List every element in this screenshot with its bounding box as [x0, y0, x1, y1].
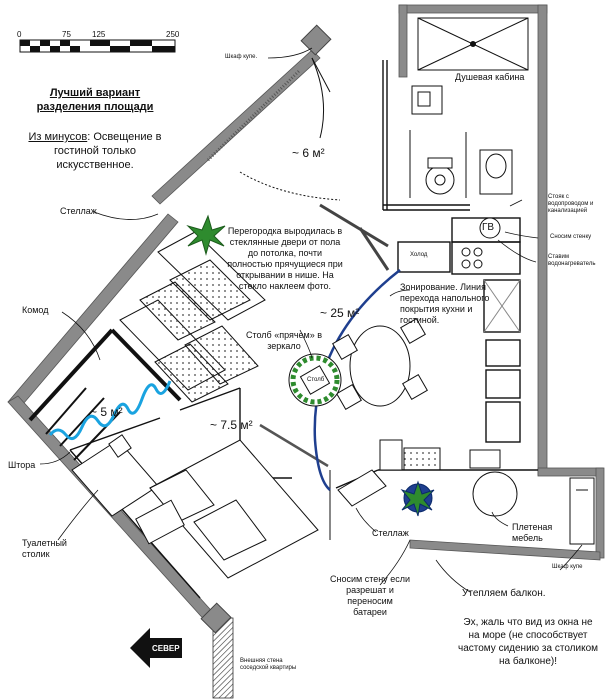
area-bedroom: ~ 7.5 м²	[210, 418, 253, 432]
plant-balcony	[400, 480, 435, 517]
wicker-furniture	[379, 439, 518, 517]
label-wardrobe-top: Шкаф купе.	[225, 54, 258, 60]
label-curtain: Штора	[8, 460, 36, 470]
leader-lines	[39, 47, 583, 593]
label-remove-wall-top: Сносим стенку	[550, 234, 592, 240]
label-sea-note: Эх, жаль что вид из окна не на море (не …	[458, 617, 599, 667]
shelf-balcony	[337, 469, 387, 507]
stove	[461, 247, 521, 333]
pillar	[288, 353, 342, 407]
area-bath: ~ 6 м²	[292, 146, 325, 160]
wall-corner-top	[300, 24, 332, 56]
label-pillar-tag: Столб	[307, 377, 325, 383]
label-insulate: Утепляем балкон.	[462, 588, 546, 599]
label-remove-wall-bottom: Сносим стену если разрешат и переносим б…	[330, 574, 410, 617]
label-pillar: Столб «прячем» в зеркало	[245, 330, 323, 351]
scale-tick-75: 75	[62, 30, 71, 39]
water-heater-symbol	[479, 217, 501, 239]
wall-corner-bottom	[200, 602, 232, 634]
sofa	[119, 231, 266, 403]
label-vanity: Туалетный столик	[22, 538, 67, 559]
balcony-wardrobe	[569, 477, 595, 545]
label-zoning: Зонирование. Линия перехода напольного п…	[400, 282, 490, 325]
minus-note: Из минусов: Освещение в гостиной только …	[28, 131, 162, 171]
label-wicker: Плетеная мебель	[512, 522, 553, 543]
label-shelf-top: Стеллаж	[60, 206, 97, 216]
label-stand-pipes: Стояк с водопроводом и канализацией	[548, 194, 594, 214]
plant-living	[186, 214, 226, 256]
dining-table	[332, 318, 428, 410]
label-dresser: Комод	[22, 305, 49, 315]
zoning-line	[313, 269, 401, 491]
north-arrow	[130, 628, 182, 668]
bed	[135, 439, 319, 579]
label-water-heater: Ставим водонагреватель	[548, 254, 596, 267]
area-dressing: ~ 5 м²	[90, 405, 123, 419]
label-north: СЕВЕР	[152, 644, 180, 653]
label-wardrobe-balcony: Шкаф купе	[552, 564, 583, 570]
label-outer-wall: Внешняя стена соседской квартиры	[240, 658, 297, 671]
scale-bar	[19, 39, 176, 53]
label-fridge: Холод	[410, 252, 428, 258]
scale-tick-125: 125	[92, 30, 106, 39]
scale-tick-250: 250	[166, 30, 180, 39]
shower-cabin	[417, 17, 529, 71]
plan-title: Лучший вариант разделения площади	[36, 87, 154, 113]
curtain-line	[48, 380, 172, 441]
label-shelf-bottom: Стеллаж	[372, 528, 409, 538]
label-partition: Перегородка выродилась в стеклянные двер…	[227, 226, 343, 291]
vanity-table	[71, 434, 159, 517]
label-gv: ГВ	[482, 222, 495, 233]
label-shower: Душевая кабина	[455, 72, 525, 82]
scale-tick-0: 0	[17, 30, 22, 39]
bathroom-fixtures	[409, 85, 513, 198]
doors	[206, 57, 390, 540]
area-living: ~ 25 м²	[320, 306, 360, 320]
